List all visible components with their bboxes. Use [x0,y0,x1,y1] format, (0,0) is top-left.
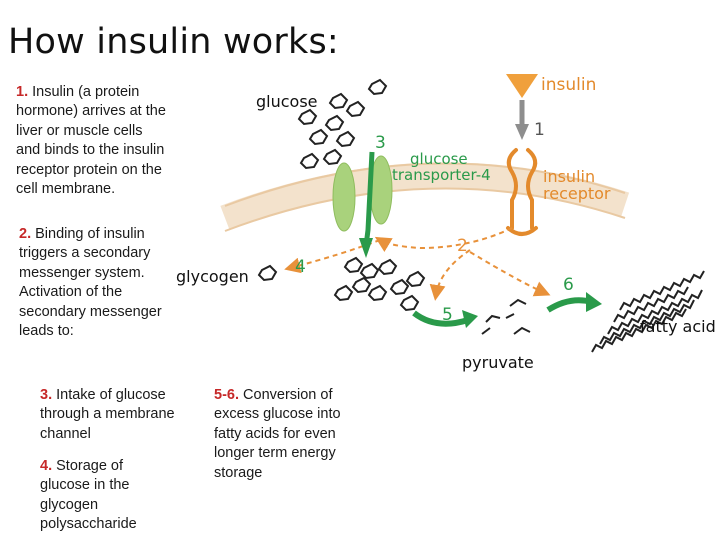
fatty-acid-arrow [546,292,602,313]
step-5-6-text: Conversion of excess glucose into fatty … [214,387,341,481]
insulin-hormone-icon [506,74,538,140]
step-5-6: 5-6. Conversion of excess glucose into f… [214,386,354,483]
step-1-text: Insulin (a protein hormone) arrives at t… [16,84,166,198]
pyruvate-label: pyruvate [462,353,534,372]
glucose-transporter-shape [332,155,393,232]
step-4-number: 4. [40,458,53,474]
glycogen-molecules [257,256,426,312]
step-3-text: Intake of glucose through a membrane cha… [40,387,175,442]
glucose-label: glucose [256,92,318,111]
fatty-acids-label: fatty acid [640,317,716,336]
step-3: 3. Intake of glucose through a membrane … [40,386,190,444]
transporter-label-line1: glucose [410,150,468,168]
number-3: 3 [375,133,386,153]
step-2-text: Binding of insulin triggers a secondary … [19,226,162,340]
page-title: How insulin works: [8,22,339,62]
step-4-text: Storage of glucose in the glycogen polys… [40,458,137,533]
pyruvate-molecules [481,298,531,335]
receptor-label-line2: receptor [543,184,611,203]
step-2-number: 2. [19,226,32,242]
cell-membrane [220,162,630,232]
glycogen-label: glycogen [176,267,249,286]
step-2: 2. Binding of insulin triggers a seconda… [19,225,169,341]
glucose-molecules [297,78,388,170]
signal-pathways [284,227,551,301]
receptor-label-line1: insulin [543,167,595,186]
insulin-label: insulin [541,75,596,95]
pyruvate-arrow [412,310,478,328]
glucose-intake-arrow [359,151,375,258]
number-4: 4 [295,257,306,277]
number-6: 6 [563,275,574,295]
transporter-label-line2: transporter-4 [392,166,491,184]
step-1-number: 1. [16,84,29,100]
number-2: 2 [457,236,468,256]
step-4: 4. Storage of glucose in the glycogen po… [40,457,160,535]
fatty-acid-chains [591,270,705,353]
number-1: 1 [534,120,545,140]
step-3-number: 3. [40,387,53,403]
step-5-6-number: 5-6. [214,387,239,403]
step-1: 1. Insulin (a protein hormone) arrives a… [16,83,166,199]
number-5: 5 [442,305,453,325]
